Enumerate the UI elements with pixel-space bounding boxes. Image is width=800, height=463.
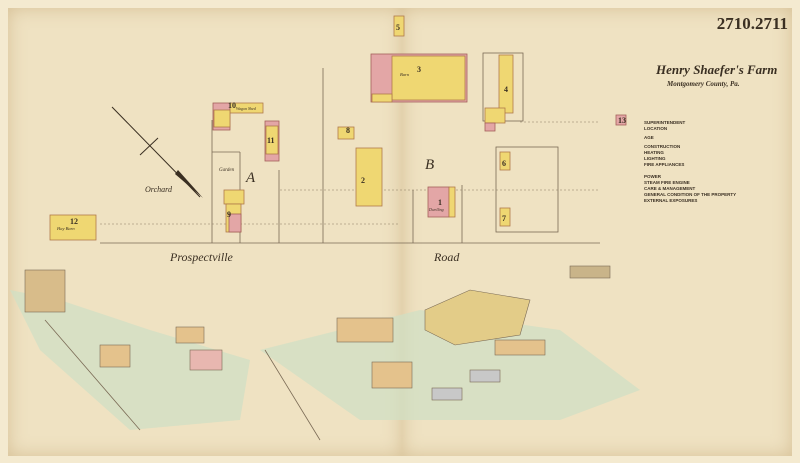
- svg-text:1: 1: [438, 198, 442, 207]
- svg-text:11: 11: [267, 136, 275, 145]
- yard-a-label: A: [246, 170, 256, 186]
- svg-text:3: 3: [417, 65, 421, 74]
- north-arrow-icon: [111, 106, 203, 198]
- garden-label: Garden: [219, 168, 235, 173]
- svg-text:10: 10: [228, 101, 236, 110]
- svg-text:6: 6: [502, 159, 506, 168]
- sheet-number: 2710.2711: [716, 14, 788, 33]
- orchard-label: Orchard: [145, 185, 172, 194]
- building-12[interactable]: 12: [49, 214, 97, 241]
- report-heading: EXTERNAL EXPOSURES: [644, 198, 698, 203]
- building-12-label: Hay Barn: [57, 226, 75, 231]
- svg-text:5: 5: [396, 23, 400, 32]
- road-label-left: Prospectville: [170, 250, 233, 264]
- svg-text:9: 9: [227, 210, 231, 219]
- svg-text:13: 13: [618, 116, 626, 125]
- road-label-right: Road: [434, 250, 460, 264]
- report-heading: GENERAL CONDITION OF THE PROPERTY: [644, 192, 737, 197]
- building-3[interactable]: 3: [370, 53, 468, 103]
- report-heading: STEAM FIRE ENGINE: [644, 180, 690, 185]
- building-8[interactable]: 8: [337, 126, 355, 140]
- building-6[interactable]: 6: [499, 151, 511, 171]
- building-9[interactable]: 9: [223, 189, 245, 233]
- building-2[interactable]: 2: [355, 147, 383, 207]
- map-title: Henry Shaefer's Farm: [656, 62, 778, 77]
- report-heading: LOCATION: [644, 126, 668, 131]
- report-heading: CARE & MANAGEMENT: [644, 186, 696, 191]
- svg-text:7: 7: [502, 214, 506, 223]
- report-heading: CONSTRUCTION: [644, 144, 681, 149]
- report-heading: HEATING: [644, 150, 664, 155]
- building-1-label: Dwelling: [429, 207, 444, 212]
- building-13[interactable]: 13: [615, 114, 627, 126]
- report-block: SUPERINTENDENT LOCATION AGE CONSTRUCTION…: [644, 120, 794, 204]
- perspective-view: [10, 265, 640, 441]
- svg-text:12: 12: [70, 217, 78, 226]
- report-heading: POWER: [644, 174, 662, 179]
- report-heading: SUPERINTENDENT: [644, 120, 686, 125]
- building-4[interactable]: 4: [484, 54, 514, 132]
- report-heading: LIGHTING: [644, 156, 666, 161]
- map-subtitle: Montgomery County, Pa.: [667, 80, 740, 88]
- svg-text:8: 8: [346, 126, 350, 135]
- building-5[interactable]: 5: [393, 15, 405, 37]
- building-7[interactable]: 7: [499, 207, 511, 227]
- svg-text:4: 4: [504, 85, 508, 94]
- report-heading: FIRE APPLIANCES: [644, 162, 685, 167]
- building-1[interactable]: 1: [427, 186, 456, 218]
- building-11[interactable]: 11: [264, 120, 280, 162]
- building-10-label: Wagon Shed: [236, 106, 256, 111]
- yard-b-label: B: [425, 157, 435, 173]
- report-heading: AGE: [644, 135, 654, 140]
- building-10[interactable]: 10: [212, 101, 264, 131]
- building-3-label: Barn: [400, 72, 409, 77]
- svg-text:2: 2: [361, 176, 365, 185]
